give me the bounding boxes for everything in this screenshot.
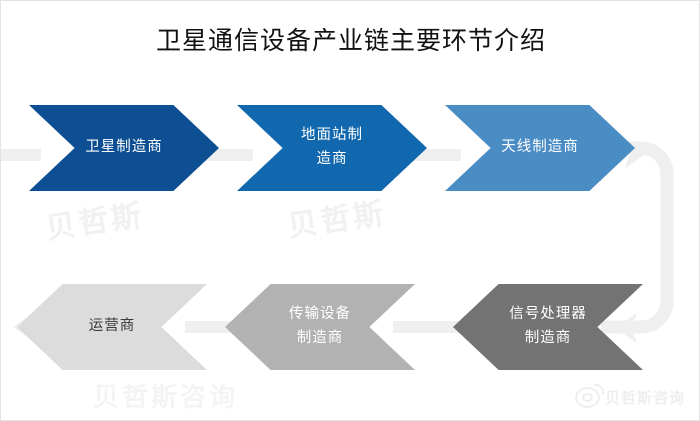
flow-node-signal-processor-manufacturer[interactable]: 信号处理器 制造商 (453, 284, 643, 370)
flow-node-label: 地面站制 造商 (301, 127, 363, 167)
flow-node-ground-station-manufacturer[interactable]: 地面站制 造商 (237, 105, 427, 191)
flow-node-label: 信号处理器 制造商 (509, 306, 587, 346)
connector-rail-top-left (1, 149, 41, 161)
flow-node-label: 卫星制造商 (85, 139, 163, 156)
connector-rail-bottom-mid2 (393, 321, 463, 333)
flow-node-transmission-equipment-manufacturer[interactable]: 传输设备 制造商 (225, 284, 415, 370)
brand-name: 贝哲斯咨询 (604, 390, 685, 407)
background-watermark: 贝哲斯咨询 (93, 382, 239, 412)
background-watermark: 贝哲斯 (285, 197, 389, 244)
flow-node-satellite-manufacturer[interactable]: 卫星制造商 (29, 105, 219, 191)
background-watermark: 贝哲斯 (43, 199, 147, 246)
flow-node-antenna-manufacturer[interactable]: 天线制造商 (445, 105, 635, 191)
flow-node-label: 传输设备 制造商 (289, 306, 351, 346)
brand-watermark: 贝哲斯咨询 (574, 384, 685, 408)
connector-arrowhead-bottom (615, 313, 637, 343)
flow-node-operator[interactable]: 运营商 (17, 284, 207, 370)
weibo-icon (574, 384, 604, 408)
flow-node-label: 天线制造商 (501, 139, 579, 156)
page-title: 卫星通信设备产业链主要环节介绍 (155, 28, 546, 55)
weibo-icon-accent (593, 384, 604, 394)
flow-node-label: 运营商 (88, 318, 136, 335)
